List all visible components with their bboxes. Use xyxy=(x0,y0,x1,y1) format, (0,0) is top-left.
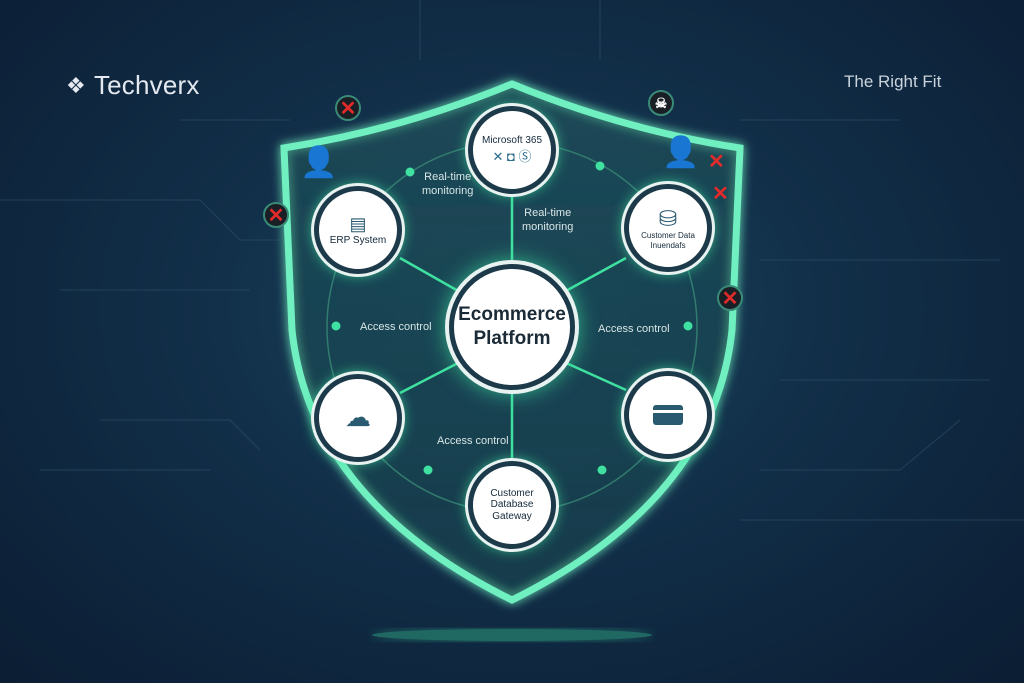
gateway-label-2: Database xyxy=(490,499,534,511)
erp-system-node: ▤ ERP System xyxy=(314,186,402,274)
database-icon: ⛁ xyxy=(658,206,678,232)
brand-tagline: The Right Fit xyxy=(844,72,942,91)
hacker-icon: 👤 xyxy=(300,146,338,179)
credit-card-icon xyxy=(653,405,683,425)
logo-icon: ❖ xyxy=(66,72,86,98)
circuit-lines xyxy=(0,0,1024,521)
hacker-icon: 👤 xyxy=(662,136,700,169)
customer-database-gateway-node: Customer Database Gateway xyxy=(468,461,556,549)
center-title-line1: Ecommerce xyxy=(458,304,566,326)
center-title-line2: Platform xyxy=(473,328,551,349)
office-apps-icon: ✕ ◘ Ⓢ xyxy=(492,149,532,165)
connector-lines xyxy=(399,196,627,460)
gateway-label-1: Customer xyxy=(490,487,534,499)
ecommerce-platform-node: Ecommerce Platform xyxy=(449,264,575,390)
blocked-threat-icon: ✕ xyxy=(335,95,361,121)
brand-name: Techverx xyxy=(93,70,200,100)
blocked-threat-icon: ✕ xyxy=(717,285,743,311)
access-control-label-right: Access control xyxy=(598,323,670,335)
skull-icon: ☠ xyxy=(648,90,674,116)
gateway-label-3: Gateway xyxy=(492,510,532,522)
erp-icon: ▤ xyxy=(349,213,367,234)
blocked-x-icon: ✕ xyxy=(712,183,729,205)
erp-label: ERP System xyxy=(329,234,387,246)
junction-nodes xyxy=(331,161,693,475)
customer-data-label: Customer Data xyxy=(641,231,695,241)
access-control-label-bottom: Access control xyxy=(437,435,509,447)
microsoft-365-node: Microsoft 365 ✕ ◘ Ⓢ xyxy=(468,106,556,194)
customer-data-node: ⛁ Customer Data Inuendafs xyxy=(624,184,712,272)
brand-logo: ❖ Techverx xyxy=(66,70,200,101)
payment-card-node xyxy=(624,371,712,459)
blocked-threat-icon: ✕ xyxy=(263,202,289,228)
customer-data-sublabel: Inuendafs xyxy=(650,240,686,250)
microsoft-365-label: Microsoft 365 xyxy=(481,134,543,146)
access-control-label-left: Access control xyxy=(360,321,432,333)
cloud-security-node: ☁ xyxy=(314,374,402,462)
cloud-lock-icon: ☁ xyxy=(345,402,371,433)
blocked-x-icon: ✕ xyxy=(708,151,725,173)
